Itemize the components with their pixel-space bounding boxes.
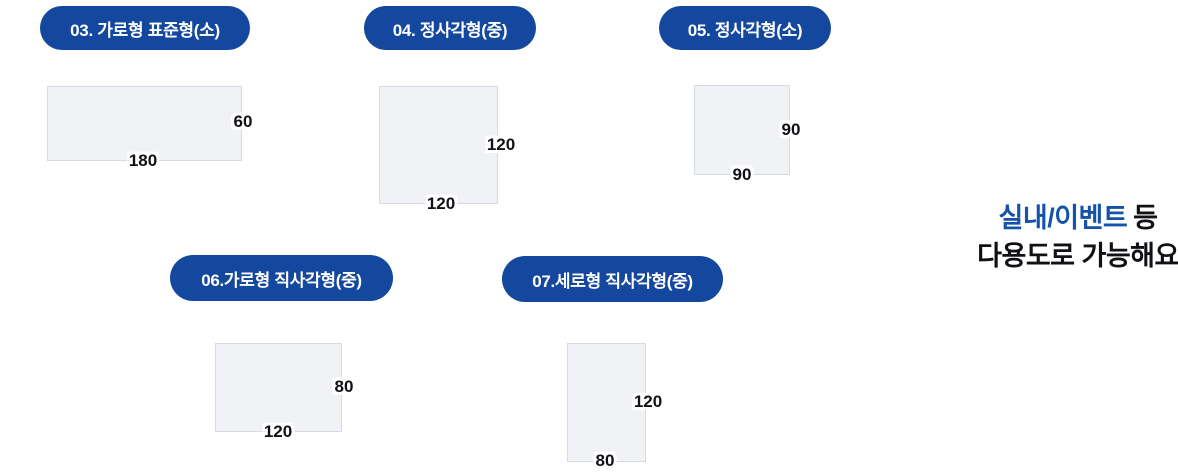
usage-note-highlight: 실내/이벤트 (998, 203, 1128, 233)
size-07-title: 07.세로형 직사각형(중) (532, 271, 693, 291)
size-05-width-label: 90 (732, 165, 752, 184)
size-06-title-pill: 06.가로형 직사각형(중) (170, 255, 393, 301)
size-03-height-label: 60 (233, 112, 253, 131)
size-06-height-label: 80 (334, 377, 354, 396)
size-07-title-pill: 07.세로형 직사각형(중) (502, 256, 723, 302)
size-07-height-label: 120 (633, 392, 663, 411)
size-04-width-label: 120 (426, 194, 456, 213)
size-04-rectangle (379, 86, 498, 204)
size-06-rectangle (215, 343, 342, 432)
size-06-title: 06.가로형 직사각형(중) (201, 270, 362, 290)
usage-note-suffix: 등 (1133, 203, 1158, 233)
size-04-height-label: 120 (486, 135, 516, 154)
usage-note-line2: 다용도로 가능해요 (977, 241, 1178, 271)
size-03-title-pill: 03. 가로형 표준형(소) (40, 6, 250, 50)
size-07-rectangle (567, 343, 646, 462)
size-05-title: 05. 정사각형(소) (687, 20, 803, 40)
size-04-title: 04. 정사각형(중) (392, 20, 508, 40)
size-03-title: 03. 가로형 표준형(소) (70, 20, 220, 40)
size-07-width-label: 80 (595, 451, 615, 470)
size-05-title-pill: 05. 정사각형(소) (659, 6, 831, 50)
size-05-rectangle (694, 85, 790, 175)
size-03-width-label: 180 (128, 151, 158, 170)
size-03-rectangle (47, 86, 242, 161)
size-06-width-label: 120 (263, 422, 293, 441)
size-04-title-pill: 04. 정사각형(중) (364, 6, 536, 50)
size-05-height-label: 90 (781, 120, 801, 139)
